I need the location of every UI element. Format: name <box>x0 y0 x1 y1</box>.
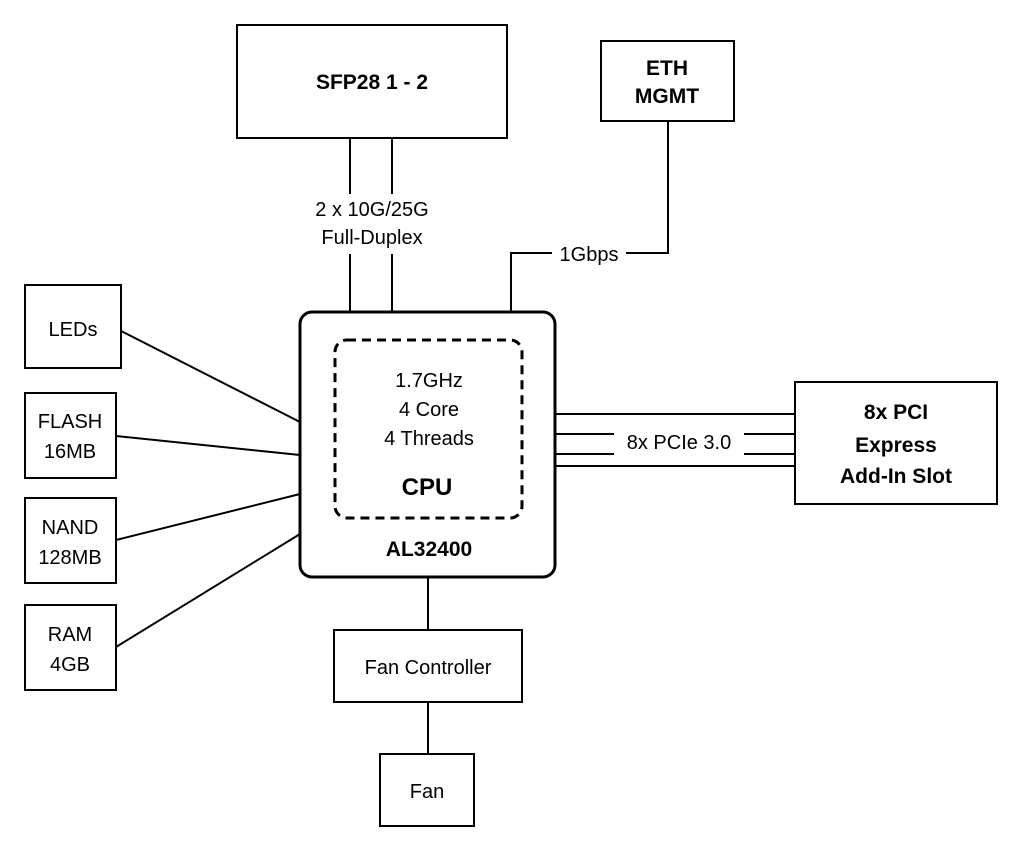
fan-controller-box <box>333 629 523 703</box>
pcie-link-label: 8x PCIe 3.0 <box>627 432 732 454</box>
ram-box <box>24 604 117 691</box>
eth-mgmt-box <box>600 40 735 122</box>
flash-label-line1: FLASH <box>38 411 102 433</box>
nand-label-line1: NAND <box>42 517 99 539</box>
nand-box <box>24 497 117 584</box>
pci-label-line2: Express <box>855 434 937 457</box>
cpu-label: CPU <box>402 474 453 501</box>
flash-label-line2: 16MB <box>44 441 96 463</box>
cpu-cores: 4 Core <box>399 399 459 421</box>
eth-link-label-bg <box>552 242 626 266</box>
leds-label: LEDs <box>49 319 98 341</box>
cpu-threads: 4 Threads <box>384 428 474 450</box>
fan-label: Fan <box>410 781 444 803</box>
ram-link-line <box>115 533 301 648</box>
eth-link-line <box>510 121 669 312</box>
ram-label-line1: RAM <box>48 624 92 646</box>
cpu-model: AL32400 <box>386 538 472 561</box>
sfp-box <box>236 24 508 139</box>
nand-link-line <box>115 493 301 541</box>
fan-controller-label: Fan Controller <box>365 657 492 679</box>
leds-link-line <box>120 330 301 423</box>
cpu-freq: 1.7GHz <box>395 370 463 392</box>
sfp-link-label-line1: 2 x 10G/25G <box>315 199 428 221</box>
pci-slot-box <box>794 381 998 505</box>
eth-label-line1: ETH <box>646 57 688 80</box>
pci-label-line1: 8x PCI <box>864 401 928 424</box>
cpu-core-box <box>333 338 524 520</box>
flash-link-line <box>115 435 301 456</box>
sfp-link-label-bg <box>298 194 446 254</box>
sfp-label: SFP28 1 - 2 <box>316 71 428 94</box>
leds-box <box>24 284 122 369</box>
fan-box <box>379 753 475 827</box>
flash-box <box>24 392 117 479</box>
pci-label-line3: Add-In Slot <box>840 465 952 488</box>
eth-label-line2: MGMT <box>635 85 699 108</box>
pcie-link-label-bg <box>614 428 744 458</box>
eth-link-label: 1Gbps <box>560 244 619 266</box>
sfp-link-label-line2: Full-Duplex <box>321 227 422 249</box>
nand-label-line2: 128MB <box>38 547 101 569</box>
ram-label-line2: 4GB <box>50 654 90 676</box>
